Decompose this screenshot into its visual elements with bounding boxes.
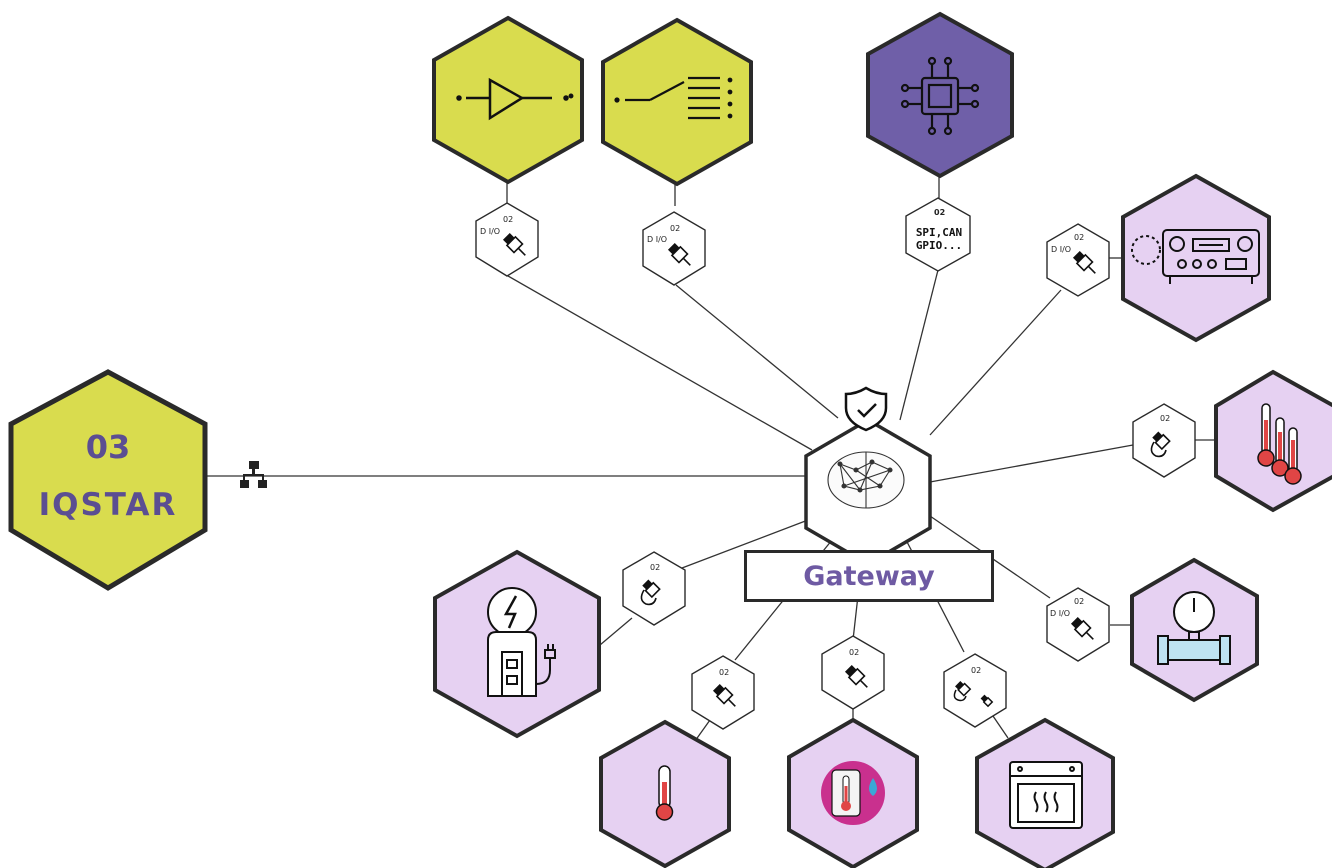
pipe-gauge-icon — [1157, 591, 1231, 665]
usb-plug-icon — [712, 683, 736, 707]
iface-hygro-code: 02 — [849, 648, 860, 657]
iface-amplifier[interactable] — [475, 202, 539, 277]
iqstar-hexagon[interactable] — [8, 369, 208, 591]
iface-thermos[interactable] — [1132, 403, 1196, 478]
iface-chip-line2: GPIO... — [915, 239, 963, 252]
gateway-label[interactable]: Gateway — [744, 550, 994, 602]
line-power-b — [929, 289, 1062, 436]
usb-cable-icon — [1150, 431, 1171, 458]
usb-plug-icon — [502, 232, 526, 256]
iface-switch-dio: D I/O — [647, 235, 668, 244]
usb-plug-icon — [667, 242, 691, 266]
iface-flow-code: 02 — [1074, 597, 1085, 606]
oven-icon — [1009, 761, 1083, 829]
gateway-label-text: Gateway — [803, 560, 935, 592]
switch-output-hexagon[interactable] — [601, 17, 753, 187]
usb-plug-icon — [1070, 616, 1094, 640]
power-supply-hexagon[interactable] — [1121, 173, 1271, 343]
iface-chip-code: 02 — [934, 208, 946, 217]
line-charge-b — [681, 519, 809, 569]
iface-chip-text: SPI,CAN GPIO... — [900, 226, 978, 252]
usb-plug-icon — [1072, 250, 1096, 274]
line-amplifier-b — [507, 275, 813, 451]
iface-chip[interactable] — [905, 197, 971, 272]
iface-oven-code: 02 — [971, 666, 982, 675]
iface-amplifier-dio: D I/O — [480, 227, 501, 236]
line-chip-b — [899, 269, 939, 421]
thermo-humidity-icon — [821, 761, 885, 825]
usb-plug-icon — [844, 664, 868, 688]
line-switch-b — [675, 284, 839, 419]
thermometer-icon — [655, 765, 674, 821]
iface-switch[interactable] — [642, 211, 706, 286]
shield-check-icon — [844, 386, 888, 432]
line-oven-a — [992, 715, 1009, 739]
iface-hygro[interactable] — [821, 635, 885, 710]
iface-oven[interactable] — [943, 653, 1007, 728]
usb-cable-icon — [640, 579, 661, 606]
iface-power-dio: D I/O — [1051, 245, 1072, 254]
thermometers-icon — [1257, 403, 1302, 485]
amplifier-icon — [456, 77, 574, 121]
iface-thermo[interactable] — [691, 655, 755, 730]
usb-cable-icon — [953, 681, 994, 708]
power-supply-panel-icon — [1131, 229, 1260, 284]
chip-icon — [900, 56, 980, 136]
iface-power-code: 02 — [1074, 233, 1085, 242]
line-charge-a — [599, 617, 633, 646]
iface-thermos-code: 02 — [1160, 414, 1171, 423]
iface-chip-line1: SPI,CAN — [915, 226, 963, 239]
iface-switch-code: 02 — [670, 224, 681, 233]
multi-thermometer-hexagon[interactable] — [1214, 369, 1332, 513]
line-thermos-b — [929, 444, 1134, 483]
iface-amplifier-code: 02 — [503, 215, 514, 224]
iqstar-brand: IQSTAR — [38, 487, 178, 523]
chip-hexagon[interactable] — [866, 11, 1014, 179]
iqstar-number: 03 — [85, 428, 131, 466]
brain-network-icon — [827, 451, 905, 509]
iface-charge[interactable] — [622, 551, 686, 626]
charging-station-icon — [487, 587, 556, 697]
iface-thermo-code: 02 — [719, 668, 730, 677]
switch-output-icon — [614, 76, 733, 120]
iface-power[interactable] — [1046, 223, 1110, 297]
iface-flow-dio: D I/O — [1050, 609, 1071, 618]
amplifier-hexagon[interactable] — [432, 15, 584, 185]
iface-charge-code: 02 — [650, 563, 661, 572]
iface-flow[interactable] — [1046, 587, 1110, 662]
network-hierarchy-icon — [240, 461, 267, 488]
